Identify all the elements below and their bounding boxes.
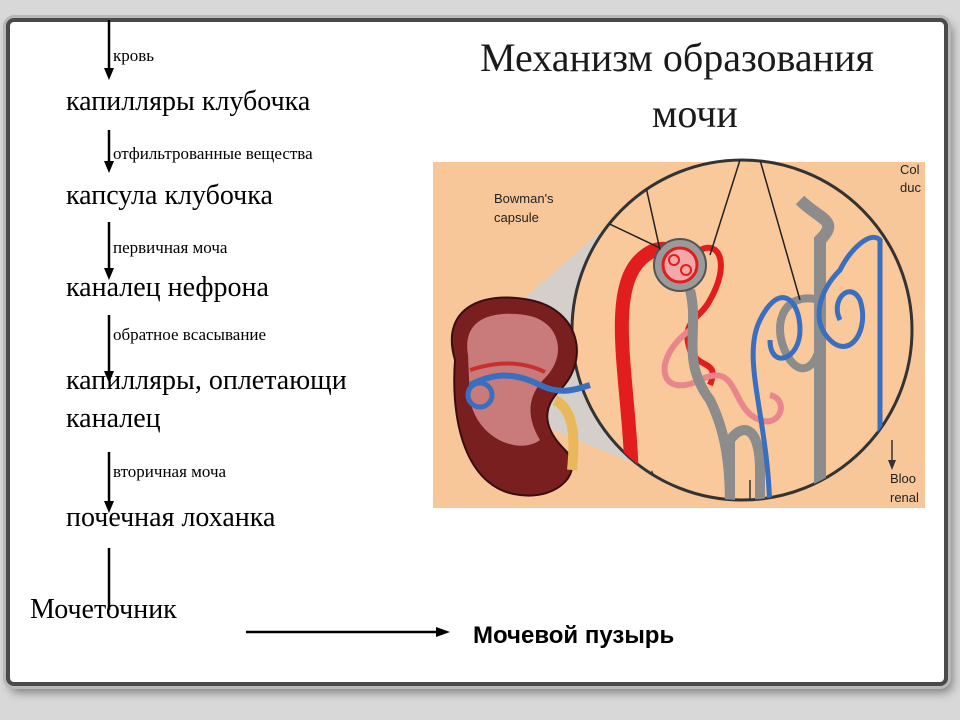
blood-label-line1: Bloo — [890, 471, 916, 486]
label-reabsorption: обратное всасывание — [113, 325, 267, 344]
collecting-duct-label-line1: Col — [900, 162, 920, 177]
kidney-artery — [468, 372, 591, 394]
step-capillaries-line1: капилляры, оплетающи — [66, 365, 347, 396]
step-bladder: Мочевой пузырь — [473, 622, 675, 649]
blue-vein-1 — [750, 295, 803, 500]
bowman-label-line1: Bowman's — [494, 191, 554, 206]
step-glomerular-capsule: капсула клубочка — [66, 180, 273, 211]
step-ureter: Мочеточник — [30, 594, 177, 625]
slide-title-line2: мочи — [652, 91, 738, 136]
ureter-shape — [552, 395, 579, 471]
blue-vein-2 — [816, 234, 883, 500]
henle-loop — [725, 425, 765, 500]
label-filtered-substances: отфильтрованные вещества — [113, 144, 313, 163]
step-glomerular-capillaries: капилляры клубочка — [66, 86, 311, 117]
collecting-duct-label-line2: duc — [900, 180, 921, 195]
glomerulus-shape — [661, 246, 699, 284]
collecting-duct — [795, 195, 835, 500]
step-capillaries-line2: каналец — [66, 403, 161, 434]
kidney-cortex — [467, 313, 559, 446]
blood-label-line2: renal — [890, 490, 919, 505]
slide-title-line1: Механизм образования — [480, 35, 874, 80]
step-nephron-tubule: каналец нефрона — [66, 272, 269, 303]
kidney-red-artery — [469, 361, 546, 374]
step-renal-pelvis: почечная лоханка — [66, 502, 276, 533]
label-primary-urine: первичная моча — [113, 238, 228, 257]
pink-loop — [661, 327, 784, 425]
label-blood: кровь — [113, 46, 155, 65]
label-secondary-urine: вторичная моча — [113, 462, 227, 481]
bowman-label-line2: capsule — [494, 210, 539, 225]
flow-arrows — [107, 20, 440, 634]
